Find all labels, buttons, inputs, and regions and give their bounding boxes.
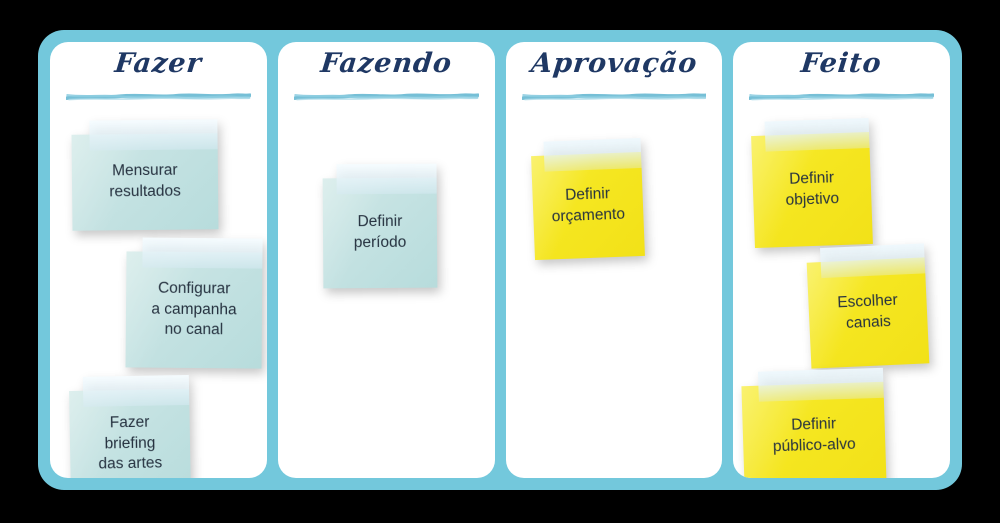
card-list: Definir orçamento bbox=[506, 108, 723, 478]
card-label: Configurar a campanha no canal bbox=[151, 279, 237, 339]
card-label: Definir período bbox=[353, 213, 407, 252]
brush-underline-icon bbox=[66, 92, 251, 101]
kanban-card[interactable]: Definir orçamento bbox=[530, 137, 645, 261]
tape-strip-icon bbox=[88, 119, 218, 151]
tape-strip-icon bbox=[543, 137, 642, 172]
kanban-column-feito[interactable]: Feito Definir objetivo Escolher canais bbox=[733, 42, 950, 478]
kanban-card[interactable]: Definir público-alvo bbox=[741, 367, 887, 478]
card-label: Definir público-alvo bbox=[772, 415, 857, 456]
column-header-fazer: Fazer bbox=[50, 42, 267, 108]
kanban-column-fazer[interactable]: Fazer Mensurar resultados Configurar a c… bbox=[50, 42, 267, 478]
tape-strip-icon bbox=[142, 237, 263, 269]
column-header-feito: Feito bbox=[733, 42, 950, 108]
brush-underline-icon bbox=[749, 92, 934, 101]
card-label: Definir orçamento bbox=[550, 185, 625, 226]
tape-strip-icon bbox=[758, 367, 885, 402]
kanban-column-fazendo[interactable]: Fazendo Definir período bbox=[277, 42, 495, 478]
column-header-aprovacao: Aprovação bbox=[506, 42, 723, 108]
kanban-card[interactable]: Definir objetivo bbox=[751, 117, 874, 249]
tape-strip-icon bbox=[820, 243, 926, 279]
tape-strip-icon bbox=[764, 117, 870, 152]
card-list: Definir objetivo Escolher canais Definir… bbox=[733, 108, 950, 478]
kanban-card[interactable]: Escolher canais bbox=[806, 243, 930, 369]
card-list: Definir período bbox=[278, 108, 495, 478]
card-label: Definir objetivo bbox=[785, 169, 840, 209]
kanban-column-aprovacao[interactable]: Aprovação Definir orçamento bbox=[505, 42, 723, 478]
card-label: Fazer briefing das artes bbox=[98, 413, 163, 473]
column-title: Fazer bbox=[113, 48, 204, 79]
brush-underline-icon bbox=[521, 92, 707, 101]
kanban-card[interactable]: Configurar a campanha no canal bbox=[125, 237, 263, 369]
kanban-board: Fazer Mensurar resultados Configurar a c… bbox=[38, 30, 962, 490]
card-label: Mensurar resultados bbox=[109, 162, 181, 201]
column-title: Fazendo bbox=[318, 48, 454, 79]
kanban-card[interactable]: Definir período bbox=[322, 163, 438, 289]
column-title: Aprovação bbox=[529, 48, 699, 79]
tape-strip-icon bbox=[335, 163, 437, 195]
card-label: Escolher canais bbox=[837, 292, 899, 332]
column-title: Feito bbox=[799, 48, 884, 79]
kanban-card[interactable]: Fazer briefing das artes bbox=[69, 374, 191, 478]
brush-underline-icon bbox=[293, 92, 479, 101]
tape-strip-icon bbox=[83, 374, 190, 407]
column-header-fazendo: Fazendo bbox=[278, 42, 495, 108]
kanban-card[interactable]: Mensurar resultados bbox=[71, 119, 219, 231]
card-list: Mensurar resultados Configurar a campanh… bbox=[50, 108, 267, 478]
